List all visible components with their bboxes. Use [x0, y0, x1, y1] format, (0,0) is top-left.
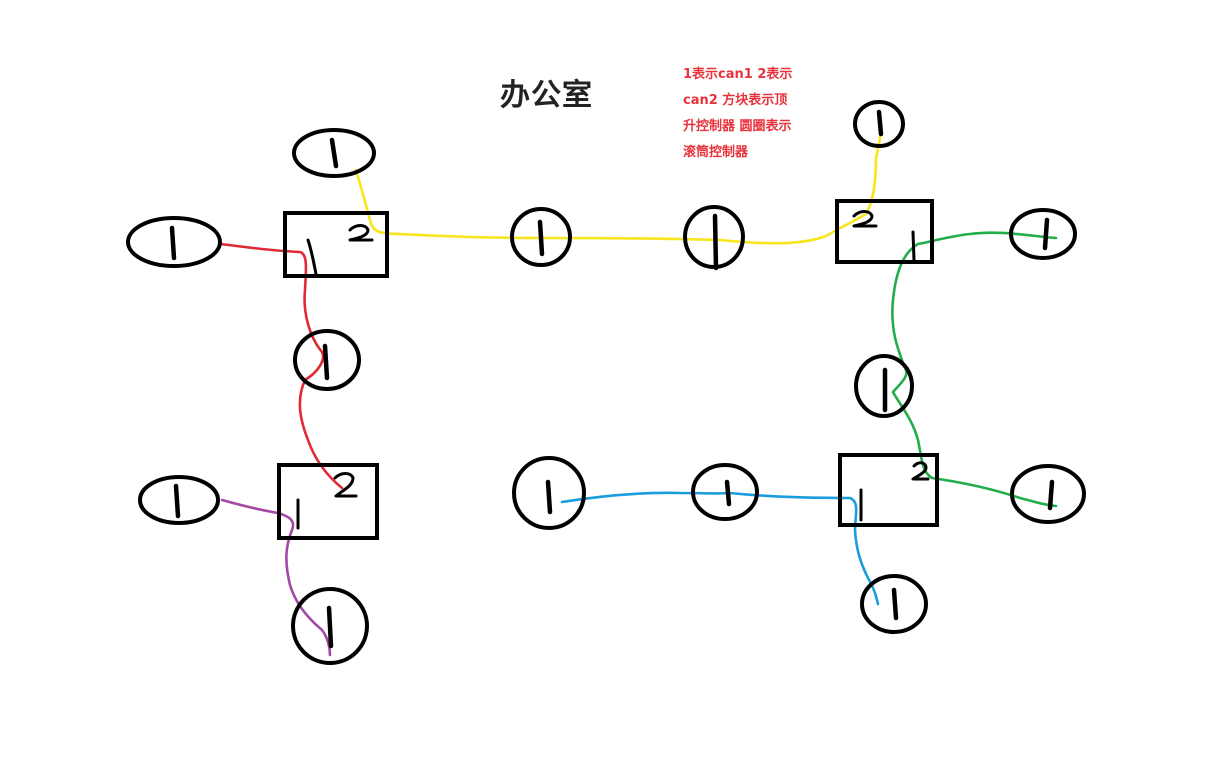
roller-controller-tl-top: [292, 128, 376, 178]
wire-yellow-path: [354, 134, 882, 245]
wire-blue-path: [560, 491, 880, 606]
roller-controller-bl-left: [138, 475, 220, 525]
roller-controller-tr-top: [853, 100, 905, 148]
wire-red-path: [218, 242, 344, 490]
lift-controller-box: [277, 463, 379, 540]
wire-purple-path: [220, 498, 332, 657]
diagram-title: 办公室: [500, 78, 593, 113]
legend-line-4: 滚筒控制器: [683, 145, 749, 160]
wire-yellow: [354, 134, 882, 245]
lift-controller-top-right: [835, 199, 934, 264]
roller-controller-bottom-mid-1: [512, 456, 586, 530]
port-label-2: [911, 461, 930, 481]
roller-controller-tr-below: [854, 354, 914, 418]
port-label-2: [348, 224, 374, 242]
port-label-1: [306, 238, 318, 276]
wire-purple: [220, 498, 332, 657]
lift-controller-bottom-right: [838, 453, 939, 527]
roller-controller-br-right: [1010, 464, 1086, 524]
lift-controller-top-left: [283, 211, 389, 278]
roller-controller-tl-below: [293, 329, 361, 391]
legend-note: 1表示can1 2表示 can2 方块表示顶 升控制器 圆圈表示 滚筒控制器: [683, 62, 823, 166]
legend-line-1: 1表示can1 2表示: [683, 67, 793, 82]
port-label-1: [911, 230, 916, 262]
wire-green: [891, 231, 1058, 508]
roller-controller-top-mid-1: [510, 207, 572, 267]
roller-controller-tl-left: [126, 216, 222, 268]
roller-controller-br-below: [860, 574, 928, 634]
port-label-2: [333, 472, 358, 498]
legend-line-3: 升控制器 圆圈表示: [683, 119, 792, 134]
roller-controller-bottom-mid-2: [691, 463, 759, 521]
roller-controller-bl-below: [291, 587, 369, 665]
roller-controller-top-mid-2: [683, 205, 745, 271]
wire-blue: [560, 491, 880, 606]
port-label-2: [852, 210, 878, 228]
lift-controller-bottom-left: [277, 463, 379, 540]
lift-controller-box: [838, 453, 939, 527]
lift-controller-box: [835, 199, 934, 264]
lift-controller-box: [283, 211, 389, 278]
roller-controller-tr-right: [1009, 208, 1077, 260]
wire-green-path: [891, 231, 1058, 508]
wire-red: [218, 242, 344, 490]
legend-line-2: can2 方块表示顶: [683, 93, 788, 108]
